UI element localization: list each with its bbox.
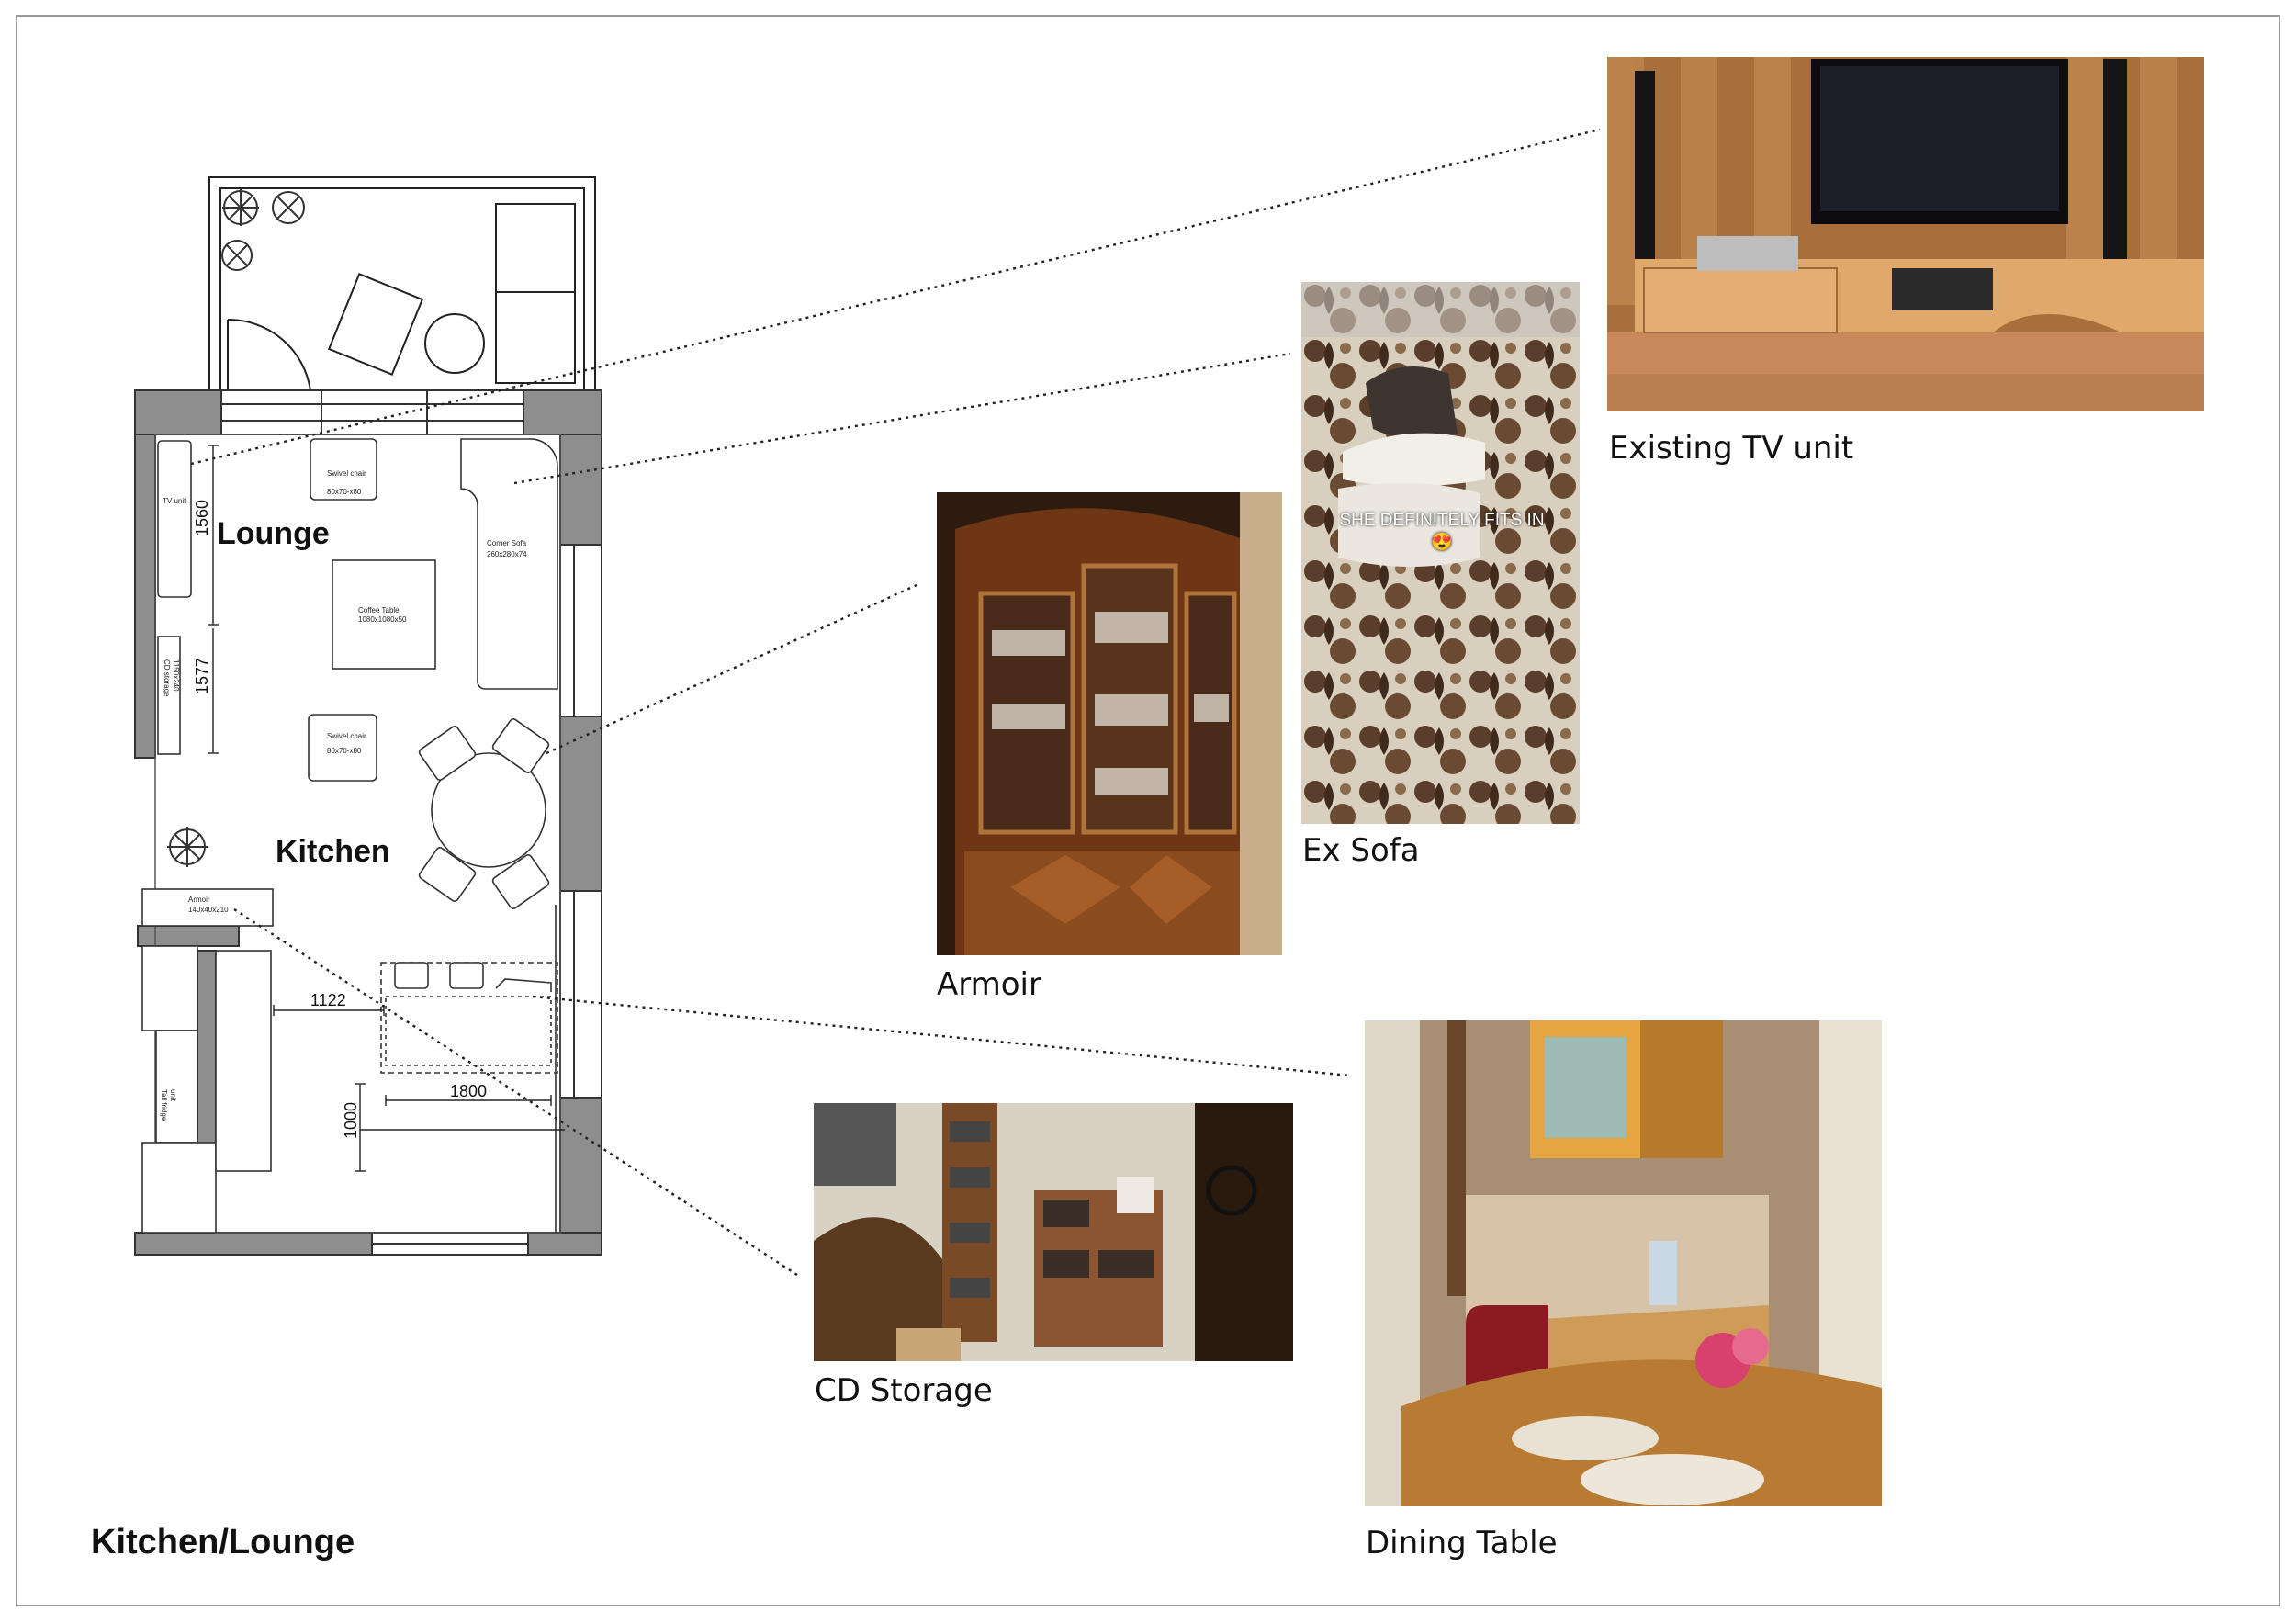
swivel-chair-label-2: Swivel chair xyxy=(327,732,366,740)
armoir-size: 140x40x210 xyxy=(188,906,229,914)
corner-sofa-shape xyxy=(460,438,558,690)
dim-1577: 1577 xyxy=(193,658,211,694)
swivel-chair-size-2: 80x70-x80 xyxy=(327,747,362,755)
connector-dining xyxy=(532,995,1351,1077)
photo-ex-sofa xyxy=(1301,282,1580,824)
lounge-furniture xyxy=(157,438,558,909)
plant-icons xyxy=(167,189,305,867)
dim-1122: 1122 xyxy=(310,991,346,1009)
fridge-label: Tall fridge xyxy=(160,1089,168,1121)
armoir-shape xyxy=(141,888,274,927)
windows-doors xyxy=(220,389,602,1256)
coffee-table-shape xyxy=(332,559,436,670)
sofa-overlay-text: SHE DEFINITELY FITS IN 😍 xyxy=(1339,511,1545,552)
coffee-table-size: 1080x1080x50 xyxy=(358,615,407,624)
coffee-table-label: Coffee Table xyxy=(358,606,400,614)
tv-unit-shape xyxy=(157,440,192,598)
cd-storage-label: CD storage xyxy=(163,659,171,697)
fridge-unit-label: unit xyxy=(169,1089,177,1102)
room-label-lounge: Lounge xyxy=(217,516,330,551)
swivel-chair-label: Swivel chair xyxy=(327,469,366,478)
sheet-title: Kitchen/Lounge xyxy=(91,1523,355,1561)
connector-cd xyxy=(233,907,798,1277)
armoir-label: Armoir xyxy=(188,896,210,904)
corner-sofa-size: 260x280x74 xyxy=(487,550,527,558)
photo-armoir xyxy=(937,492,1282,955)
cd-storage-shape xyxy=(157,636,181,755)
dim-1560: 1560 xyxy=(193,500,211,536)
tv-unit-label: TV unit xyxy=(163,497,186,505)
connector-tv xyxy=(190,128,1601,466)
photo-cd-storage xyxy=(814,1103,1293,1361)
floor-outline xyxy=(154,434,561,1234)
swivel-chair-size: 80x70-x80 xyxy=(327,488,362,496)
kitchen-units xyxy=(141,888,558,1234)
caption-tv-unit: Existing TV unit xyxy=(1609,430,1854,467)
room-label-kitchen: Kitchen xyxy=(276,834,390,869)
caption-cd-storage: CD Storage xyxy=(815,1372,993,1409)
dim-1000: 1000 xyxy=(342,1102,360,1139)
caption-dining-table: Dining Table xyxy=(1366,1525,1558,1561)
dining-table-shape xyxy=(431,752,546,868)
cd-storage-size: 1150x240 xyxy=(172,659,180,692)
walls xyxy=(134,389,602,1256)
photo-dining-table xyxy=(1365,1020,1882,1506)
caption-armoir: Armoir xyxy=(937,966,1041,1003)
dim-1800: 1800 xyxy=(450,1082,487,1100)
corner-sofa-label: Corner Sofa xyxy=(487,539,527,547)
caption-ex-sofa: Ex Sofa xyxy=(1302,832,1420,869)
connector-armoir xyxy=(546,583,917,755)
photo-tv-unit xyxy=(1607,57,2204,411)
connector-sofa xyxy=(513,352,1291,485)
